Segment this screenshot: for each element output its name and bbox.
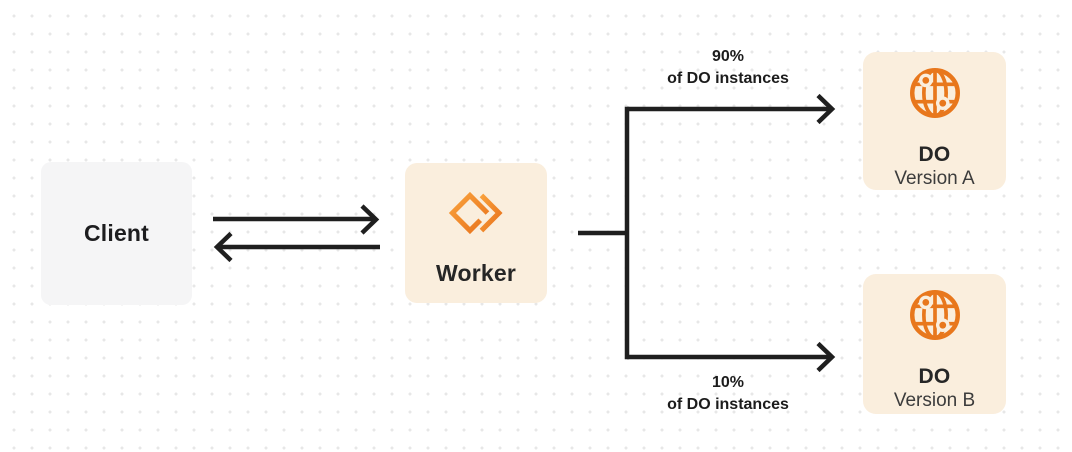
worker-label: Worker — [435, 260, 517, 286]
do-b-title: DO — [918, 365, 951, 388]
client-to-worker-arrowhead-icon — [360, 204, 380, 235]
bottom-branch-caption: of DO instances — [667, 396, 789, 413]
bottom-branch-label: 10% of DO instances — [616, 372, 840, 416]
globe-icon — [904, 62, 966, 129]
top-branch-percent: 90% — [711, 48, 745, 65]
workers-logo-icon — [447, 184, 505, 247]
do-a-title: DO — [918, 143, 951, 166]
client-label: Client — [83, 220, 150, 246]
worker-to-client-arrowhead-icon — [213, 231, 233, 263]
bottom-branch-percent: 10% — [711, 374, 745, 391]
client-node: Client — [41, 162, 192, 305]
do-b-subtitle: Version B — [893, 390, 976, 411]
branch-top-arrowhead-icon — [816, 93, 836, 125]
worker-node: Worker — [405, 163, 547, 303]
top-branch-label: 90% of DO instances — [616, 46, 840, 90]
branch-bottom-arrowhead-icon — [816, 341, 836, 373]
do-a-subtitle: Version A — [894, 168, 975, 189]
do-version-b-node: DO Version B — [863, 274, 1006, 414]
top-branch-caption: of DO instances — [667, 70, 789, 87]
globe-icon — [904, 284, 966, 351]
do-version-a-node: DO Version A — [863, 52, 1006, 190]
